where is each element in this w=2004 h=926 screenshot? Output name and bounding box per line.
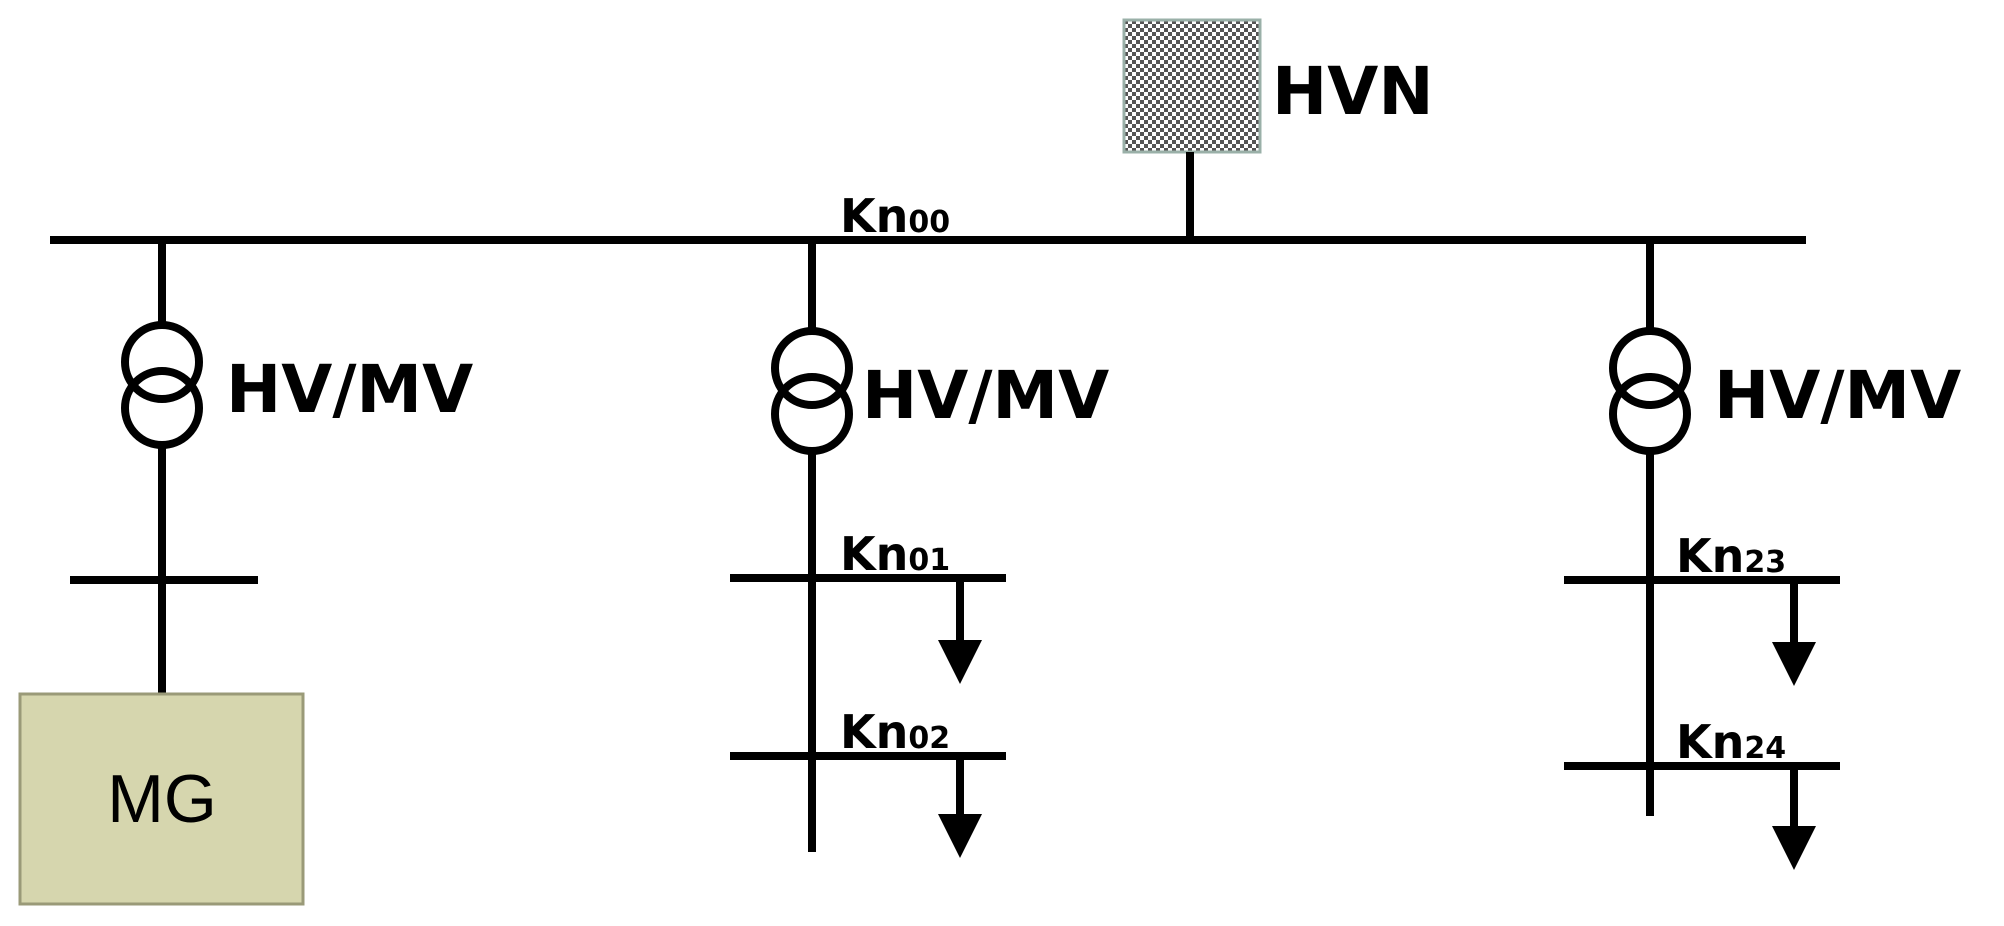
node-kn24-label-main: Kn xyxy=(1676,715,1744,769)
bus-label-kn00-main: Kn xyxy=(840,189,908,243)
node-kn24-label: Kn24 xyxy=(1676,715,1786,769)
microgrid-label: MG xyxy=(107,761,217,837)
transformer-3-label: HV/MV xyxy=(1714,357,1961,434)
load-kn23-arrow-icon xyxy=(1772,642,1816,686)
transformer-1-icon xyxy=(121,321,203,449)
microgrid-block xyxy=(18,692,305,906)
node-kn01-label-sub: 01 xyxy=(908,543,950,578)
node-kn23-label: Kn23 xyxy=(1676,529,1786,583)
bus-label-kn00: Kn00 xyxy=(840,189,950,243)
hvn-label: HVN xyxy=(1272,53,1434,130)
transformer-3-icon xyxy=(1609,327,1691,455)
load-kn24-arrow-icon xyxy=(1772,826,1816,870)
node-kn02-label: Kn02 xyxy=(840,705,950,759)
node-kn24-label-sub: 24 xyxy=(1744,731,1786,766)
node-kn01-label-main: Kn xyxy=(840,527,908,581)
load-kn02-arrow-icon xyxy=(938,814,982,858)
node-kn02-label-sub: 02 xyxy=(908,721,950,756)
node-kn01-label: Kn01 xyxy=(840,527,950,581)
node-kn23-label-sub: 23 xyxy=(1744,545,1786,580)
node-kn23-label-main: Kn xyxy=(1676,529,1744,583)
transformer-1-label: HV/MV xyxy=(226,351,473,428)
load-kn01-arrow-icon xyxy=(938,640,982,684)
node-kn02-label-main: Kn xyxy=(840,705,908,759)
hvn-source-block xyxy=(1122,18,1262,154)
transformer-2-label: HV/MV xyxy=(862,357,1109,434)
transformer-2-icon xyxy=(771,327,853,455)
bus-label-kn00-sub: 00 xyxy=(908,205,950,240)
